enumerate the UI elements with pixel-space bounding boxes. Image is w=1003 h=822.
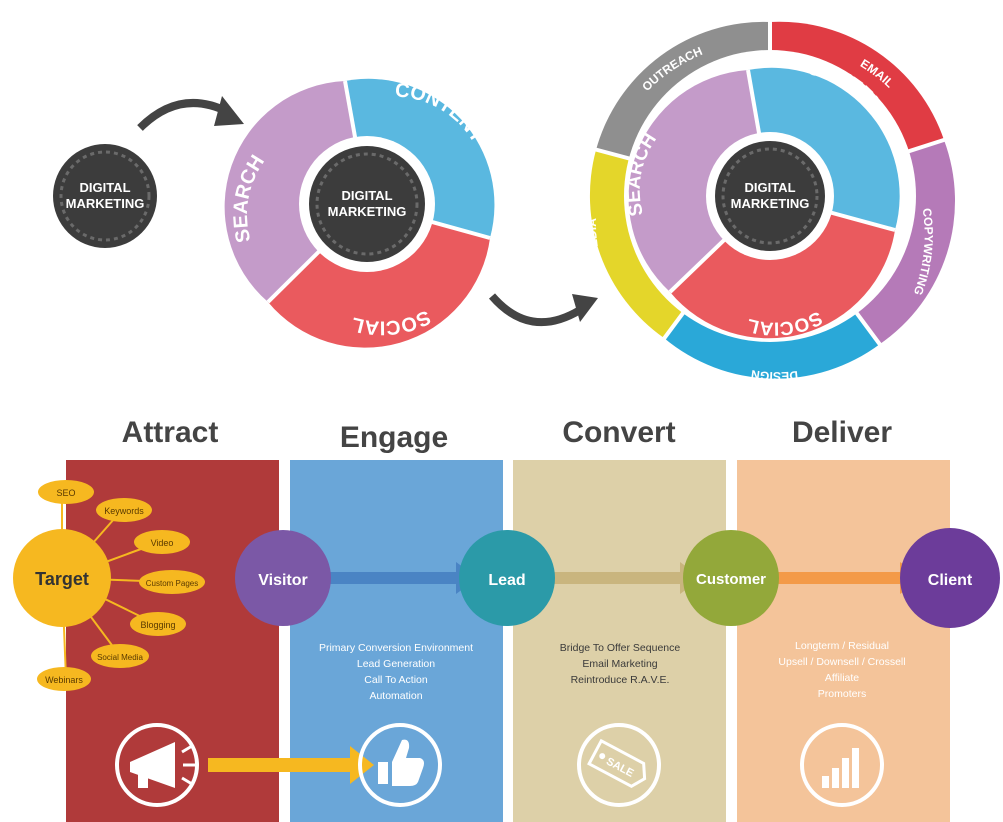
wheel2-hub-line2: MARKETING xyxy=(731,196,810,211)
target-item-seo: SEO xyxy=(56,488,75,498)
node-lead xyxy=(459,530,555,626)
stage-title-convert: Convert xyxy=(562,416,675,449)
target-node xyxy=(13,529,111,627)
svg-text:Call To Action: Call To Action xyxy=(364,674,428,686)
target-item-social-media: Social Media xyxy=(97,653,143,662)
arrow-wheel1-to-wheel2 xyxy=(488,293,583,327)
wheel1-search-segment xyxy=(224,81,367,302)
thumbs-up-icon xyxy=(358,723,442,807)
deliver-text: Longterm / Residual Upsell / Downsell / … xyxy=(778,640,905,700)
target-item-video: Video xyxy=(151,538,174,548)
wheel2-design-label: DESIGN xyxy=(750,367,799,383)
svg-text:Affiliate: Affiliate xyxy=(825,672,859,684)
stage-title-attract: Attract xyxy=(122,416,219,449)
bar-chart-icon xyxy=(800,723,884,807)
node-customer-label: Customer xyxy=(696,571,766,588)
svg-text:Longterm / Residual: Longterm / Residual xyxy=(795,640,889,652)
wheel1-hub-line1: DIGITAL xyxy=(341,188,392,203)
svg-text:Primary Conversion Environment: Primary Conversion Environment xyxy=(319,642,473,654)
flow-arrow-lead-customer xyxy=(545,572,685,584)
wheel1-social-segment xyxy=(268,204,490,348)
wheel2: DIGITAL MARKETING SEARCH CONTENT SOCIAL … xyxy=(585,14,956,383)
target-item-custom-pages: Custom Pages xyxy=(146,579,198,588)
target-item-keywords: Keywords xyxy=(104,506,144,516)
convert-text: Bridge To Offer Sequence Email Marketing… xyxy=(560,642,681,686)
target-cluster: Target SEO Keywords Video Custom Pages B… xyxy=(13,480,205,691)
node-customer xyxy=(683,530,779,626)
sale-tag-icon: SALE xyxy=(577,723,661,807)
stage-title-engage: Engage xyxy=(340,421,448,454)
megaphone-icon xyxy=(115,723,199,807)
node-lead-label: Lead xyxy=(488,572,525,589)
small-hub: DIGITAL MARKETING xyxy=(53,144,157,248)
wheel1: DIGITAL MARKETING SEARCH CONTENT SOCIAL xyxy=(224,78,495,348)
wheel2-search-segment xyxy=(628,70,770,292)
attract-to-engage-arrow xyxy=(208,758,353,772)
svg-text:Upsell / Downsell / Crossell: Upsell / Downsell / Crossell xyxy=(778,656,905,668)
svg-text:Email Marketing: Email Marketing xyxy=(582,658,657,670)
column-convert xyxy=(513,460,726,822)
arrow-head-2 xyxy=(572,294,598,322)
node-visitor-label: Visitor xyxy=(258,572,308,589)
svg-text:Automation: Automation xyxy=(369,690,422,702)
svg-text:Bridge To Offer Sequence: Bridge To Offer Sequence xyxy=(560,642,681,654)
small-hub-line2: MARKETING xyxy=(66,196,145,211)
target-label: Target xyxy=(35,569,89,589)
small-hub-line1: DIGITAL xyxy=(79,180,130,195)
node-client xyxy=(900,528,1000,628)
svg-text:Promoters: Promoters xyxy=(818,688,866,700)
arrow-hub-to-wheel1 xyxy=(137,99,230,131)
node-client-label: Client xyxy=(928,572,973,589)
target-item-webinars: Webinars xyxy=(45,675,83,685)
wheel1-hub-line2: MARKETING xyxy=(328,204,407,219)
svg-text:Reintroduce R.A.V.E.: Reintroduce R.A.V.E. xyxy=(571,674,670,686)
wheel2-social-segment xyxy=(670,196,895,339)
wheel2-hub-line1: DIGITAL xyxy=(744,180,795,195)
stage-title-deliver: Deliver xyxy=(792,416,892,449)
engage-text: Primary Conversion Environment Lead Gene… xyxy=(319,642,473,702)
flow-arrow-visitor-lead xyxy=(320,572,460,584)
target-item-blogging: Blogging xyxy=(140,620,175,630)
node-visitor xyxy=(235,530,331,626)
arrow-head-1 xyxy=(214,96,244,126)
flow-arrow-customer-client xyxy=(770,572,905,584)
svg-text:Lead Generation: Lead Generation xyxy=(357,658,435,670)
